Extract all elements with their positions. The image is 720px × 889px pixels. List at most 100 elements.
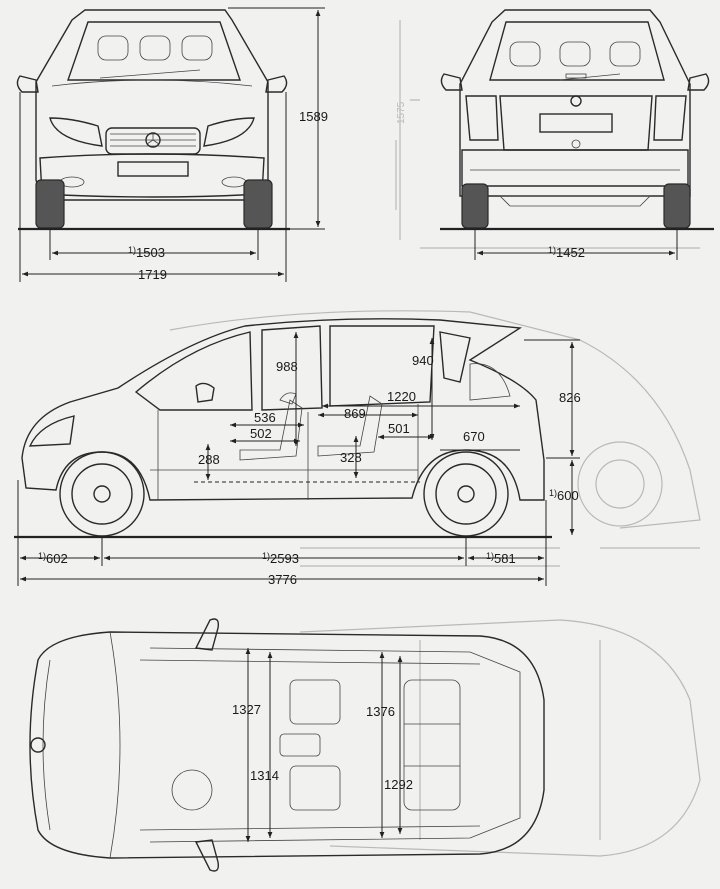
side-length-dimensions — [17, 480, 547, 586]
rear-ghost-drawing: 1575 — [395, 20, 700, 249]
rear-brake-light — [565, 73, 587, 79]
front-headrests — [97, 35, 213, 61]
front-track-number: 1503 — [136, 245, 165, 260]
front-star-emblem-spokes — [146, 133, 160, 145]
top-star-emblem — [30, 737, 46, 753]
top-body-outline — [29, 631, 545, 859]
top-width-dimensions — [245, 648, 403, 842]
front-track-value: 1)1503 — [128, 245, 165, 260]
side-rear-overhang-note: 1) — [486, 551, 494, 561]
front-plate — [117, 161, 189, 177]
rear-track-note: 1) — [548, 245, 556, 255]
front-height-dimension — [228, 7, 325, 230]
rear-window — [489, 21, 665, 81]
side-loading-sill-note: 1) — [549, 488, 557, 498]
side-rear-overhang-number: 581 — [494, 551, 516, 566]
front-tyre-left — [35, 179, 65, 229]
front-tyre-right — [243, 179, 273, 229]
top-mirror-right — [194, 839, 220, 872]
rear-track-number: 1452 — [556, 245, 585, 260]
side-dim-288-value: 288 — [198, 452, 220, 467]
svg-text:1575: 1575 — [396, 101, 407, 124]
rear-handle — [571, 139, 581, 149]
top-windscreen-base — [109, 631, 121, 859]
side-length-value: 3776 — [268, 572, 297, 587]
front-width-value: 1719 — [138, 267, 167, 282]
side-wheelbase-note: 1) — [262, 551, 270, 561]
side-dim-670-value: 670 — [463, 429, 485, 444]
side-dim-869-value: 869 — [344, 406, 366, 421]
top-roof-rail-left — [139, 659, 481, 665]
front-track-note: 1) — [128, 245, 136, 255]
side-dim-536-value: 536 — [254, 410, 276, 425]
side-rear-overhang-value: 1)581 — [486, 551, 516, 566]
side-right-dimensions — [524, 339, 580, 535]
side-window-tailgate — [469, 363, 511, 401]
side-dim-501-value: 501 — [388, 421, 410, 436]
rear-mirror-left — [440, 73, 463, 91]
top-roof-outline — [149, 647, 521, 843]
front-height-value: 1589 — [299, 109, 328, 124]
rear-wiper — [559, 73, 621, 81]
top-rear-elbow-value: 1292 — [384, 777, 413, 792]
rear-plate — [539, 113, 613, 133]
front-headlight-left — [49, 117, 103, 147]
side-load-length-value: 1220 — [387, 389, 416, 404]
rear-track-value: 1)1452 — [548, 245, 585, 260]
front-view: 1589 1)1503 1719 — [16, 7, 328, 282]
front-body-outline — [35, 9, 269, 201]
side-headroom-front-value: 988 — [276, 359, 298, 374]
top-seats — [171, 679, 461, 811]
front-track-dimension — [49, 229, 259, 260]
rear-lamp-left — [465, 95, 499, 141]
rear-view: 1575 — [395, 9, 714, 260]
side-wheel-front-rim — [71, 463, 133, 525]
side-body-outline — [21, 318, 545, 501]
side-dim-328-value: 328 — [340, 450, 362, 465]
front-bonnet-line — [51, 79, 253, 87]
side-boot-height-value: 826 — [559, 390, 581, 405]
rear-exhaust — [499, 195, 651, 207]
rear-bumper — [461, 149, 689, 187]
rear-mirror-right — [687, 73, 710, 91]
rear-lamp-right — [653, 95, 687, 141]
side-ghost-drawing — [169, 310, 701, 567]
side-window-quarter — [439, 331, 471, 383]
top-mirror-left — [194, 618, 220, 651]
top-view: 1327 1376 1314 1292 — [29, 618, 701, 872]
top-roof-rail-right — [139, 825, 481, 831]
front-headlight-right — [203, 117, 255, 147]
front-wiper — [99, 69, 201, 79]
side-view: 988 940 1220 536 502 869 501 670 288 328… — [14, 310, 701, 587]
front-windscreen — [67, 21, 241, 81]
rear-headrests — [509, 41, 641, 67]
side-interior-dimensions — [194, 332, 520, 483]
front-foglamp-right — [221, 176, 247, 188]
side-mirror — [195, 382, 215, 403]
side-loading-sill-number: 600 — [557, 488, 579, 503]
top-front-shoulder-value: 1327 — [232, 702, 261, 717]
front-mirror-left — [16, 75, 39, 93]
top-bonnet-line — [42, 659, 51, 831]
side-headroom-rear-value: 940 — [412, 353, 434, 368]
rear-tyre-left — [461, 183, 489, 229]
front-grille — [105, 127, 201, 155]
side-front-overhang-value: 1)602 — [38, 551, 68, 566]
side-wheel-rear-rim — [435, 463, 497, 525]
front-mirror-right — [265, 75, 288, 93]
top-front-elbow-value: 1314 — [250, 768, 279, 783]
side-headlamp — [28, 415, 75, 447]
top-rear-shoulder-value: 1376 — [366, 704, 395, 719]
side-dim-502-value: 502 — [250, 426, 272, 441]
side-front-overhang-note: 1) — [38, 551, 46, 561]
side-wheelbase-value: 1)2593 — [262, 551, 299, 566]
rear-tailgate — [499, 95, 653, 151]
top-ghost-drawing — [299, 619, 701, 857]
side-window-front — [134, 331, 253, 411]
rear-tyre-right — [663, 183, 691, 229]
front-width-dimension — [19, 92, 287, 282]
side-wheelbase-number: 2593 — [270, 551, 299, 566]
rear-track-dimension — [474, 229, 678, 260]
side-wheel-front-hub — [93, 485, 111, 503]
